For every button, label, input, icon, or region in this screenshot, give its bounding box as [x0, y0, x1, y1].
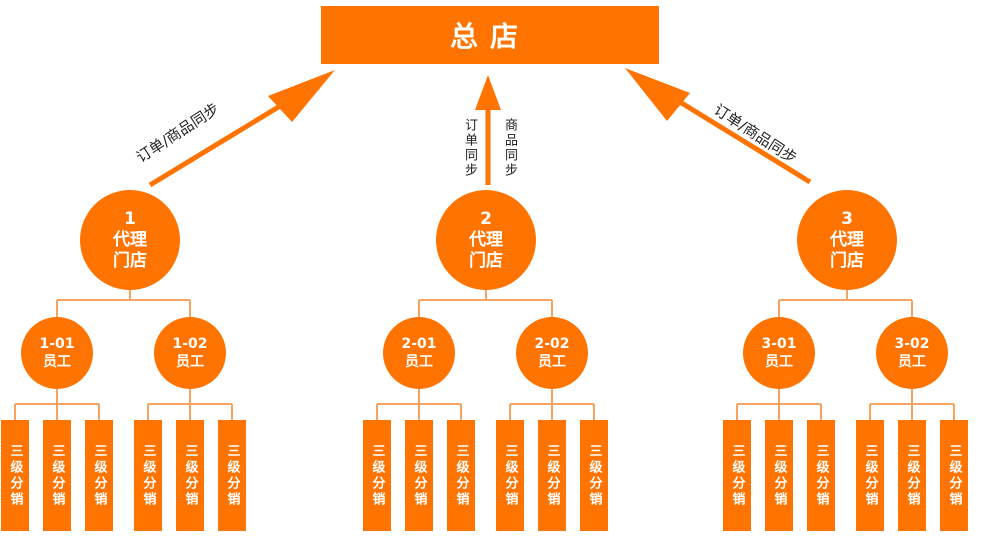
distributor-box: 三级分销	[1, 420, 29, 531]
arrow-right-head	[625, 68, 690, 121]
distributor-label: 三级分销	[586, 443, 602, 508]
employee-role: 员工	[405, 354, 433, 370]
sync-label-center-goods: 商品同步	[502, 118, 517, 178]
distributor-label: 三级分销	[224, 443, 240, 508]
employee-role: 员工	[898, 354, 926, 370]
distributor-box: 三级分销	[580, 420, 608, 531]
employee-node-1-02: 1-02 员工	[154, 317, 226, 389]
distributor-label: 三级分销	[813, 443, 829, 508]
distributor-box: 三级分销	[898, 420, 926, 531]
distributor-box: 三级分销	[538, 420, 566, 531]
employee-node-3-01: 3-01 员工	[743, 317, 815, 389]
distributor-box: 三级分销	[43, 420, 71, 531]
distributor-label: 三级分销	[729, 443, 745, 508]
store-number: 1	[124, 208, 136, 229]
employee-id: 1-01	[39, 336, 75, 352]
store-label-1: 代理	[113, 229, 147, 250]
arrow-right-shaft	[678, 99, 812, 185]
distributor-box: 三级分销	[218, 420, 246, 531]
distributor-label: 三级分销	[140, 443, 156, 508]
employee-id: 2-01	[401, 336, 437, 352]
distributor-label: 三级分销	[771, 443, 787, 508]
employee-id: 3-01	[761, 336, 797, 352]
employee-id: 1-02	[172, 336, 208, 352]
distributor-box: 三级分销	[134, 420, 162, 531]
store-number: 2	[480, 208, 492, 229]
headquarters-box: 总店	[321, 6, 659, 64]
distributor-label: 三级分销	[369, 443, 385, 508]
store-number: 3	[841, 208, 853, 229]
employee-id: 2-02	[534, 336, 570, 352]
store-label-2: 门店	[830, 250, 864, 271]
arrow-left-shaft	[148, 97, 292, 188]
distributor-box: 三级分销	[85, 420, 113, 531]
distributor-label: 三级分销	[544, 443, 560, 508]
distributor-label: 三级分销	[182, 443, 198, 508]
store-label-2: 门店	[469, 250, 503, 271]
distributor-box: 三级分销	[363, 420, 391, 531]
distributor-label: 三级分销	[453, 443, 469, 508]
employee-role: 员工	[43, 354, 71, 370]
distributor-box: 三级分销	[176, 420, 204, 531]
distributor-box: 三级分销	[856, 420, 884, 531]
store-label-1: 代理	[830, 229, 864, 250]
distributor-label: 三级分销	[91, 443, 107, 508]
arrow-center-head	[475, 75, 501, 110]
sync-label-center-order: 订单同步	[462, 118, 477, 178]
employee-node-2-02: 2-02 员工	[516, 317, 588, 389]
distributor-box: 三级分销	[807, 420, 835, 531]
distributor-box: 三级分销	[496, 420, 524, 531]
distributor-label: 三级分销	[904, 443, 920, 508]
employee-node-1-01: 1-01 员工	[21, 317, 93, 389]
distributor-label: 三级分销	[49, 443, 65, 508]
employee-id: 3-02	[894, 336, 930, 352]
employee-role: 员工	[176, 354, 204, 370]
employee-role: 员工	[538, 354, 566, 370]
employee-node-3-02: 3-02 员工	[876, 317, 948, 389]
distributor-box: 三级分销	[723, 420, 751, 531]
store-label-2: 门店	[113, 250, 147, 271]
distributor-label: 三级分销	[502, 443, 518, 508]
distributor-box: 三级分销	[940, 420, 968, 531]
distributor-label: 三级分销	[862, 443, 878, 508]
distributor-label: 三级分销	[946, 443, 962, 508]
employee-node-2-01: 2-01 员工	[383, 317, 455, 389]
distributor-box: 三级分销	[447, 420, 475, 531]
store-label-1: 代理	[469, 229, 503, 250]
distributor-box: 三级分销	[765, 420, 793, 531]
arrow-left-head	[268, 70, 335, 122]
employee-role: 员工	[765, 354, 793, 370]
distributor-label: 三级分销	[411, 443, 427, 508]
distributor-label: 三级分销	[7, 443, 23, 508]
distributor-box: 三级分销	[405, 420, 433, 531]
